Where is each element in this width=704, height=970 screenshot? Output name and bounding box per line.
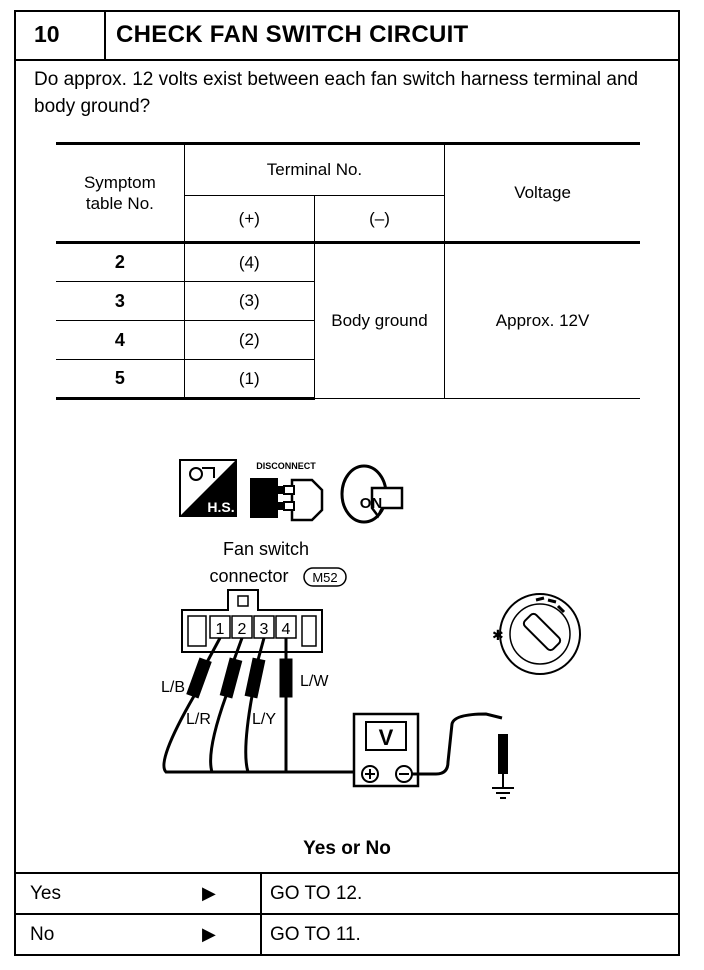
plus-cell: (3) <box>183 281 315 321</box>
svg-text:DISCONNECT: DISCONNECT <box>256 461 316 471</box>
harness-icon: H.S. <box>179 459 237 517</box>
procedure-sheet: 10 CHECK FAN SWITCH CIRCUIT Do approx. 1… <box>14 10 680 956</box>
wire-label: L/B <box>161 679 185 696</box>
svg-text:H.S.: H.S. <box>207 499 234 515</box>
wire-label: L/W <box>300 673 329 690</box>
probe-wires <box>162 637 356 774</box>
plus-cell: (2) <box>183 320 315 360</box>
svg-text:V: V <box>379 725 394 750</box>
plus-header: (+) <box>183 195 315 243</box>
pin-label: 2 <box>238 621 247 638</box>
disconnect-icon: DISCONNECT <box>250 461 324 522</box>
result-row-no[interactable]: No ▶ GO TO 11. <box>16 913 678 954</box>
step-title: CHECK FAN SWITCH CIRCUIT <box>116 21 469 48</box>
voltage-spec-table: Symptom table No. Terminal No. Voltage (… <box>56 142 640 400</box>
table-row: 5 (1) <box>56 359 640 400</box>
action-link[interactable]: GO TO 11. <box>270 924 361 945</box>
voltage-header: Voltage <box>444 142 640 243</box>
wiring-diagram: H.S. DISCONNECT ON Fan switch connector … <box>161 459 581 799</box>
symptom-cell: 4 <box>56 320 185 360</box>
pin-label: 1 <box>216 621 225 638</box>
connector-caption: connector <box>209 566 288 586</box>
svg-text:✱: ✱ <box>492 628 504 644</box>
voltage-cell: Approx. 12V <box>444 241 640 399</box>
symptom-cell: 3 <box>56 281 185 321</box>
terminal-header: Terminal No. <box>183 142 446 196</box>
plus-cell: (1) <box>183 359 315 400</box>
minus-cell: Body ground <box>313 241 446 399</box>
pin-label: 3 <box>260 621 269 638</box>
symptom-header: Symptom table No. <box>56 142 185 243</box>
connector-caption: Fan switch <box>223 539 309 559</box>
divider <box>260 915 262 954</box>
divider <box>260 874 262 913</box>
ignition-on-icon: ON <box>340 464 404 524</box>
minus-header: (–) <box>313 195 446 243</box>
svg-text:ON: ON <box>360 495 383 512</box>
ground-icon <box>492 774 514 799</box>
fan-switch-connector: 1 2 3 4 <box>181 589 323 653</box>
answer-label: No <box>30 924 55 945</box>
answer-label: Yes <box>30 883 61 904</box>
arrow-right-icon: ▶ <box>202 883 216 903</box>
symptom-cell: 5 <box>56 359 185 400</box>
wire-label: L/R <box>186 711 211 728</box>
ground-probe <box>498 734 508 774</box>
wire-label: L/Y <box>252 711 276 728</box>
result-row-yes[interactable]: Yes ▶ GO TO 12. <box>16 872 678 913</box>
plus-cell: (4) <box>183 241 315 282</box>
voltmeter: V <box>352 712 420 788</box>
connector-id-badge: M52 <box>303 567 347 587</box>
arrow-right-icon: ▶ <box>202 924 216 944</box>
action-link[interactable]: GO TO 12. <box>270 883 363 904</box>
result-title: Yes or No <box>303 838 391 859</box>
ground-probe-wire <box>412 712 503 776</box>
step-header: 10 CHECK FAN SWITCH CIRCUIT <box>16 12 678 61</box>
table-row: 2 (4) Body ground Approx. 12V <box>56 241 640 399</box>
fan-knob-icon: ✱ <box>492 593 581 675</box>
step-number: 10 <box>16 12 106 59</box>
svg-text:M52: M52 <box>312 570 337 585</box>
pin-label: 4 <box>282 621 291 638</box>
symptom-cell: 2 <box>56 241 185 282</box>
check-question: Do approx. 12 volts exist between each f… <box>34 69 639 117</box>
